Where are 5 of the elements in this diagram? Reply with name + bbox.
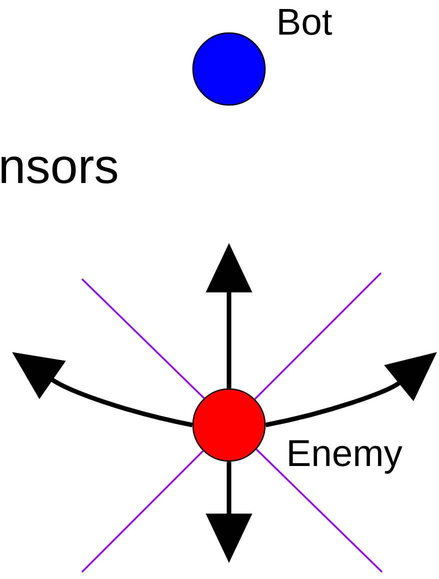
circle: [192, 32, 266, 106]
label: nsors: [2, 156, 118, 184]
circle: [192, 388, 266, 462]
node-label: Enemy: [289, 440, 402, 474]
node-label: Bot: [279, 9, 332, 36]
